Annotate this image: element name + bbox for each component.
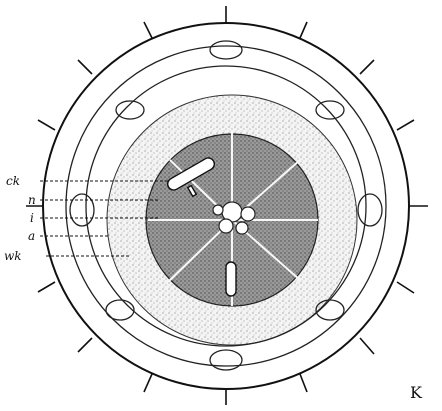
label-ck: ck <box>6 174 20 188</box>
signature-mark: K <box>410 383 423 402</box>
label-a: a <box>28 229 35 243</box>
label-n: n <box>28 193 36 207</box>
label-wk: wk <box>4 249 22 263</box>
label-i: i <box>30 211 34 225</box>
